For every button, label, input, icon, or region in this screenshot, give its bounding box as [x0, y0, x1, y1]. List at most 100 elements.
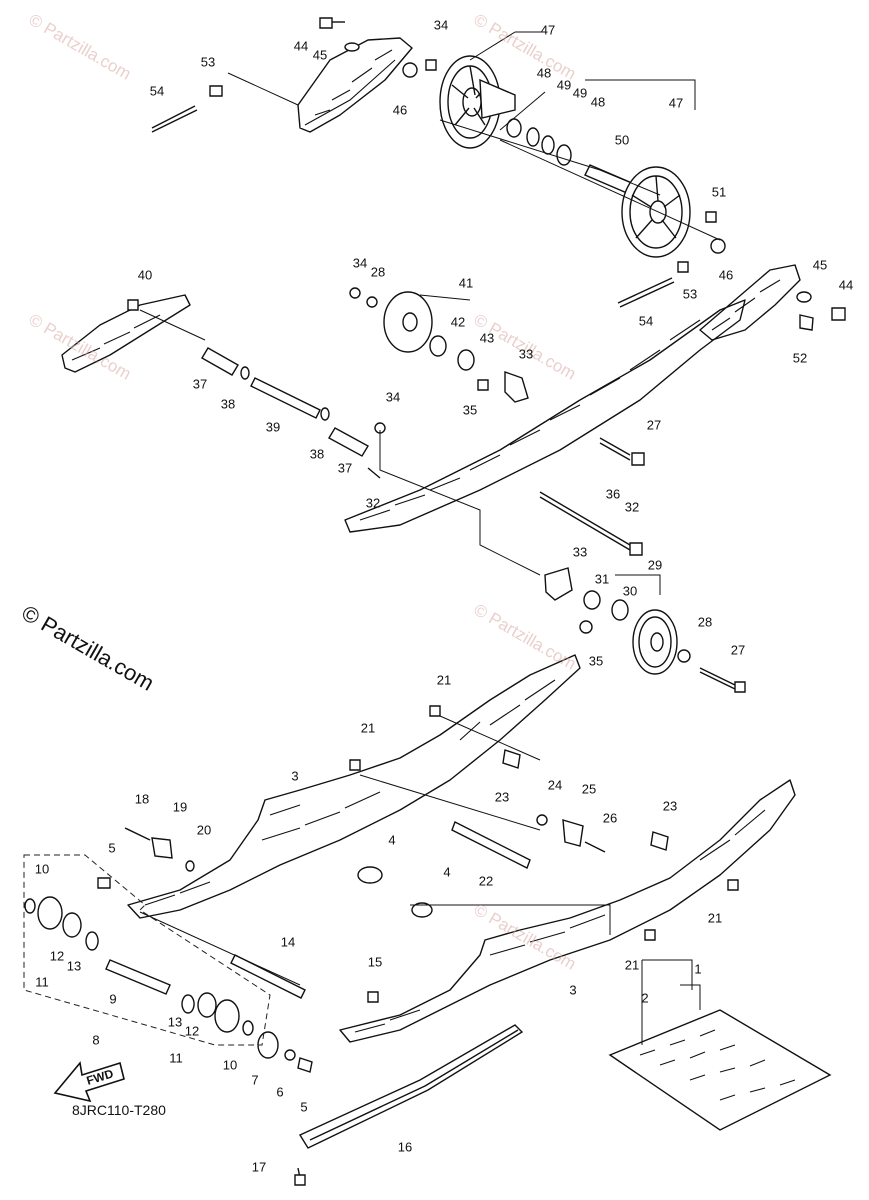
callout: 48	[590, 94, 606, 110]
callout: 27	[730, 642, 746, 658]
callout: 33	[572, 544, 588, 560]
callout: 3	[569, 982, 577, 998]
callout: 9	[109, 991, 117, 1007]
callout: 54	[638, 313, 654, 329]
callout: 21	[436, 672, 452, 688]
callout: 11	[169, 1050, 183, 1066]
callout: 4	[443, 864, 451, 880]
middle-rail-right	[344, 299, 746, 533]
callout: 35	[588, 653, 604, 669]
callout: 44	[293, 38, 309, 54]
callout: 30	[622, 583, 638, 599]
callout: 25	[581, 781, 597, 797]
callout: 51	[711, 184, 727, 200]
callout: 23	[662, 798, 678, 814]
long-bolts-middle	[367, 437, 645, 556]
callout: 33	[518, 346, 534, 362]
callout: 38	[309, 446, 325, 462]
callout: 11	[35, 974, 49, 990]
fwd-arrow-icon: FWD	[53, 1061, 125, 1103]
callout: 8	[92, 1032, 100, 1048]
callout: 31	[594, 571, 610, 587]
callout: 27	[646, 417, 662, 433]
callout: 16	[397, 1139, 413, 1155]
callout: 52	[792, 350, 808, 366]
callout: 23	[494, 789, 510, 805]
callout: 44	[838, 277, 854, 293]
callout: 45	[812, 257, 828, 273]
callout: 37	[192, 376, 208, 392]
callout: 7	[251, 1072, 259, 1088]
callout: 42	[450, 314, 466, 330]
callout: 47	[540, 22, 556, 38]
diagram-code: 8JRC110-T280	[72, 1102, 166, 1118]
idler-wheel-top-left	[439, 55, 516, 149]
pivot-arm-middle	[504, 371, 573, 601]
callout: 47	[668, 95, 684, 111]
callout: 45	[312, 47, 328, 63]
callout: 10	[34, 861, 50, 877]
hardware-bottom	[97, 705, 739, 1186]
callout: 21	[624, 957, 640, 973]
callout: 21	[360, 720, 376, 736]
callout: 34	[352, 255, 368, 271]
callout: 4	[388, 832, 396, 848]
callout: 17	[251, 1159, 267, 1175]
callout: 39	[265, 419, 281, 435]
upper-rear-arm-right	[699, 264, 801, 341]
callout: 36	[605, 486, 621, 502]
track-section	[608, 1009, 832, 1131]
middle-rail-left	[61, 294, 191, 373]
callout: 6	[276, 1084, 284, 1100]
callout: 41	[458, 275, 474, 291]
cross-shafts-bottom	[105, 821, 531, 999]
callout: 18	[134, 791, 150, 807]
idler-wheel-top-right	[621, 166, 691, 258]
callout: 49	[556, 77, 572, 93]
callout: 53	[682, 286, 698, 302]
callout: 40	[137, 267, 153, 283]
slide-rail-lower	[339, 779, 796, 1043]
callout: 43	[479, 330, 495, 346]
callout: 46	[718, 267, 734, 283]
callout: 1	[694, 961, 702, 977]
callout: 3	[291, 768, 299, 784]
callout: 5	[300, 1099, 308, 1115]
callout: 5	[108, 840, 116, 856]
callout: 22	[478, 873, 494, 889]
callout: 50	[614, 132, 630, 148]
callout: 37	[337, 460, 353, 476]
callout: 26	[602, 810, 618, 826]
callout: 24	[547, 777, 563, 793]
callout: 32	[624, 499, 640, 515]
callout: 20	[196, 822, 212, 838]
slide-rail-upper	[127, 654, 581, 919]
callout: 13	[167, 1014, 183, 1030]
shafts-middle	[201, 347, 369, 457]
callout: 38	[220, 396, 236, 412]
callout: 32	[365, 495, 381, 511]
callout: 53	[200, 54, 216, 70]
callout: 28	[697, 614, 713, 630]
callout: 10	[222, 1057, 238, 1073]
callout: 14	[280, 934, 296, 950]
callout: 35	[462, 402, 478, 418]
callout: 49	[572, 85, 588, 101]
callout: 12	[184, 1023, 200, 1039]
callout: 48	[536, 65, 552, 81]
callout: 29	[647, 557, 663, 573]
callout: 34	[385, 389, 401, 405]
dashed-group-box	[23, 854, 271, 1046]
callout: 54	[149, 83, 165, 99]
wheel-bearings-bottom	[24, 896, 313, 1073]
small-hardware-top	[151, 17, 846, 331]
callout: 28	[370, 264, 386, 280]
callout: 15	[367, 954, 383, 970]
callout: 13	[66, 958, 82, 974]
slide-runner	[298, 1024, 524, 1149]
callout: 34	[433, 17, 449, 33]
callout: 21	[707, 910, 723, 926]
callout: 19	[172, 799, 188, 815]
